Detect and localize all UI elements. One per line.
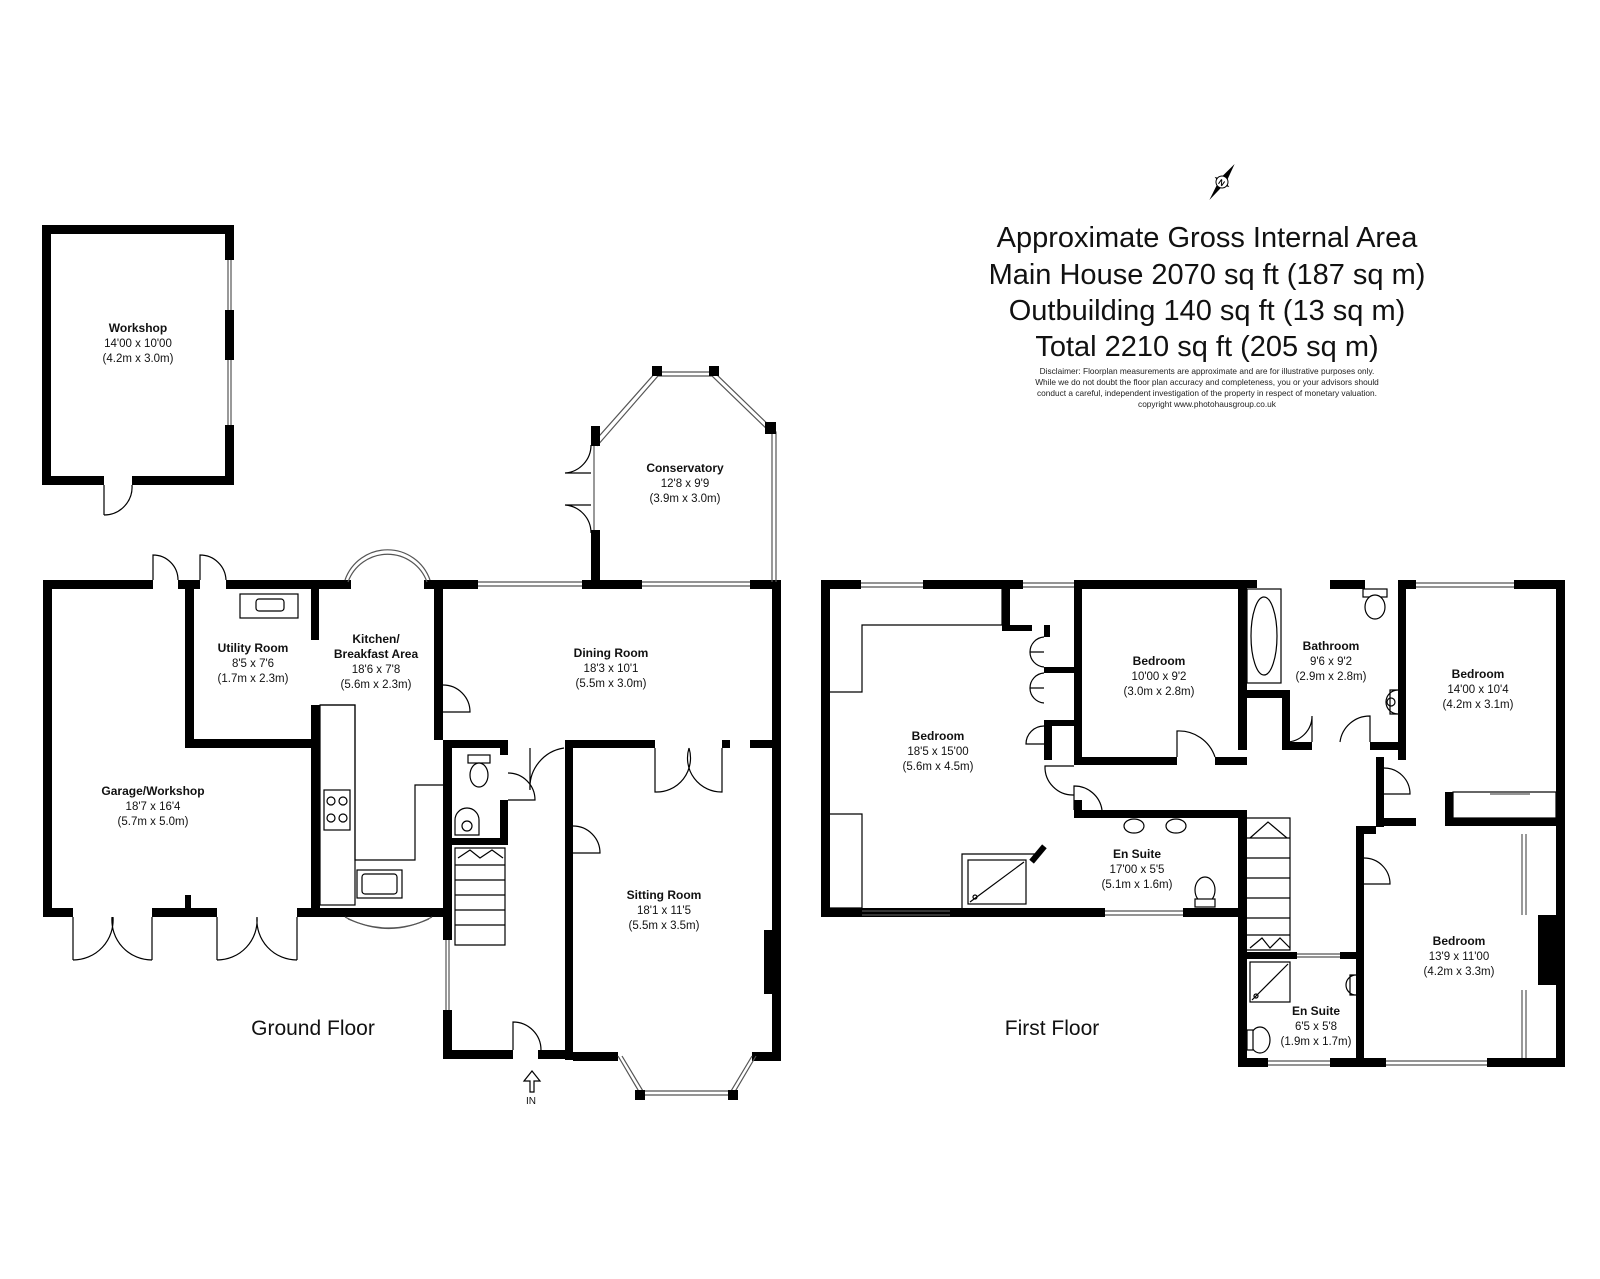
compass-icon: N bbox=[1209, 163, 1235, 201]
room-name-sitting: Sitting Room bbox=[627, 888, 702, 902]
area-outbuilding: Outbuilding 140 sq ft (13 sq m) bbox=[1009, 295, 1406, 327]
room-name-utility: Utility Room bbox=[218, 641, 289, 655]
room-name-bed-large: Bedroom bbox=[912, 729, 965, 743]
room-size-dining: 18'3 x 10'1 bbox=[584, 663, 639, 675]
room-name-ensuite-small: En Suite bbox=[1292, 1004, 1340, 1018]
room-metric-workshop: (4.2m x 3.0m) bbox=[103, 353, 174, 365]
room-size-sitting: 18'1 x 11'5 bbox=[637, 905, 691, 917]
room-metric-bed-mid: (3.0m x 2.8m) bbox=[1124, 686, 1195, 698]
room-size-workshop: 14'00 x 10'00 bbox=[104, 338, 172, 350]
room-name-bed-mid: Bedroom bbox=[1133, 654, 1186, 668]
room-metric-utility: (1.7m x 2.3m) bbox=[218, 673, 289, 685]
room-metric-bed-lower: (4.2m x 3.3m) bbox=[1424, 966, 1495, 978]
first-floor-plan bbox=[821, 580, 1565, 1067]
area-main-house: Main House 2070 sq ft (187 sq m) bbox=[989, 259, 1426, 291]
room-name-garage: Garage/Workshop bbox=[101, 784, 204, 798]
entrance-label: IN bbox=[526, 1096, 536, 1107]
room-metric-garage: (5.7m x 5.0m) bbox=[118, 816, 189, 828]
room-metric-ensuite-large: (5.1m x 1.6m) bbox=[1102, 879, 1173, 891]
room-name-bed-lower: Bedroom bbox=[1433, 934, 1486, 948]
room-size-garage: 18'7 x 16'4 bbox=[126, 801, 182, 813]
area-title: Approximate Gross Internal Area bbox=[997, 222, 1419, 254]
room-name-ensuite-large: En Suite bbox=[1113, 847, 1161, 861]
room-metric-conservatory: (3.9m x 3.0m) bbox=[650, 493, 721, 505]
room-size-ensuite-large: 17'00 x 5'5 bbox=[1110, 864, 1165, 876]
room-size-ensuite-small: 6'5 x 5'8 bbox=[1295, 1021, 1337, 1033]
disclaimer-line-3: conduct a careful, independent investiga… bbox=[1037, 388, 1377, 398]
ground-floor-plan bbox=[43, 366, 781, 1100]
room-size-bed-right: 14'00 x 10'4 bbox=[1447, 684, 1509, 696]
room-size-bed-lower: 13'9 x 11'00 bbox=[1429, 951, 1489, 963]
room-name-dining: Dining Room bbox=[574, 646, 649, 660]
room-size-conservatory: 12'8 x 9'9 bbox=[661, 478, 710, 490]
workshop-building bbox=[42, 225, 234, 516]
disclaimer-line-4: copyright www.photohausgroup.co.uk bbox=[1138, 399, 1277, 409]
floor-label-ground: Ground Floor bbox=[251, 1017, 375, 1040]
room-metric-bed-large: (5.6m x 4.5m) bbox=[903, 761, 974, 773]
area-total: Total 2210 sq ft (205 sq m) bbox=[1035, 331, 1378, 363]
disclaimer-line-1: Disclaimer: Floorplan measurements are a… bbox=[1040, 366, 1375, 376]
room-size-bathroom: 9'6 x 9'2 bbox=[1310, 656, 1352, 668]
room-size-bed-mid: 10'00 x 9'2 bbox=[1132, 671, 1187, 683]
room-metric-dining: (5.5m x 3.0m) bbox=[576, 678, 647, 690]
arrow-up-icon bbox=[522, 1070, 542, 1093]
compass-label: N bbox=[1216, 177, 1226, 188]
room-size-utility: 8'5 x 7'6 bbox=[232, 658, 274, 670]
room-name-bed-right: Bedroom bbox=[1452, 667, 1505, 681]
room-name-workshop: Workshop bbox=[109, 321, 167, 335]
disclaimer-line-2: While we do not doubt the floor plan acc… bbox=[1035, 377, 1379, 387]
room-metric-ensuite-small: (1.9m x 1.7m) bbox=[1281, 1036, 1352, 1048]
floor-label-first: First Floor bbox=[1005, 1017, 1100, 1040]
room-name-bathroom: Bathroom bbox=[1303, 639, 1360, 653]
room-size-kitchen: 18'6 x 7'8 bbox=[352, 664, 401, 676]
room-metric-bathroom: (2.9m x 2.8m) bbox=[1296, 671, 1367, 683]
room-metric-sitting: (5.5m x 3.5m) bbox=[629, 920, 700, 932]
room-name-conservatory: Conservatory bbox=[646, 461, 724, 475]
room-metric-bed-right: (4.2m x 3.1m) bbox=[1443, 699, 1514, 711]
room-size-bed-large: 18'5 x 15'00 bbox=[907, 746, 968, 758]
room-name-kitchen-2: Breakfast Area bbox=[334, 647, 419, 661]
room-name-kitchen-1: Kitchen/ bbox=[352, 632, 400, 646]
area-summary: Approximate Gross Internal Area Main Hou… bbox=[989, 222, 1426, 409]
room-metric-kitchen: (5.6m x 2.3m) bbox=[341, 679, 412, 691]
